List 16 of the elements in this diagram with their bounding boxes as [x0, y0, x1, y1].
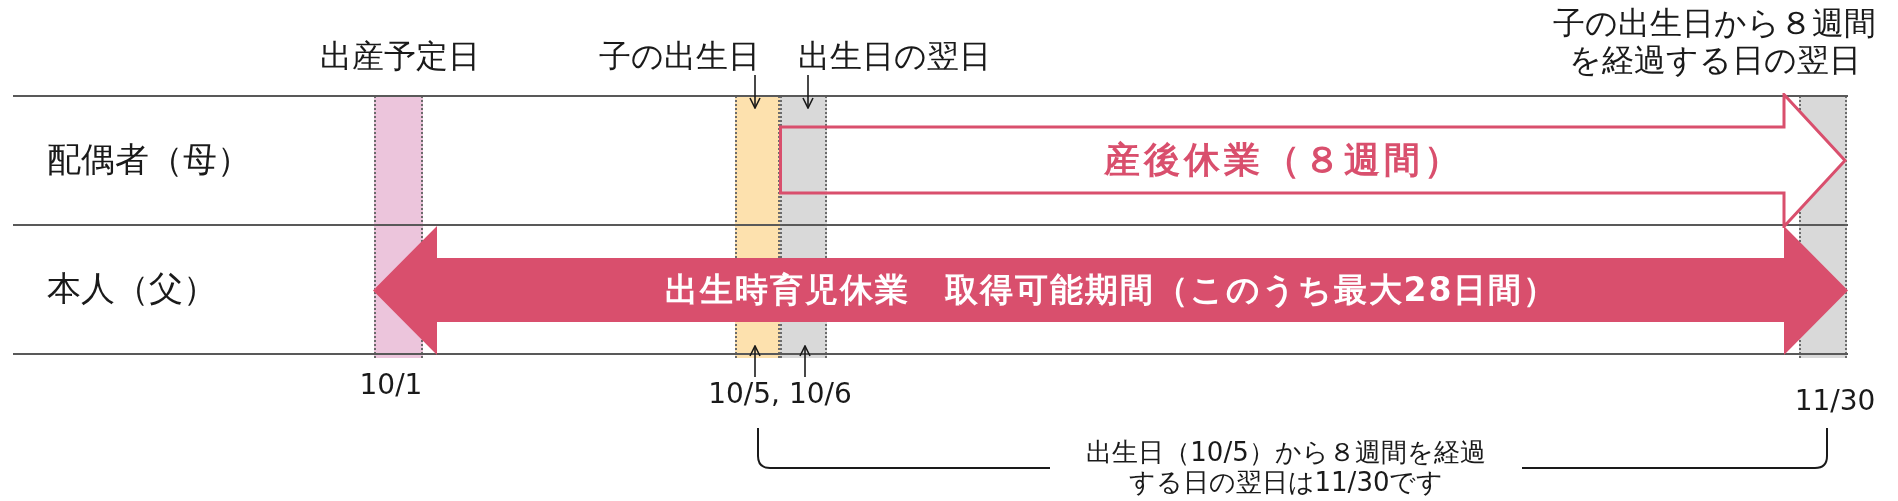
leader-arrow	[749, 74, 761, 109]
period-label: 出生時育児休業 取得可能期間（このうち最大28日間）	[663, 270, 1559, 310]
row-label: 本人（父）	[47, 268, 217, 308]
bracket-note: 出生日（10/5）から８週間を経過する日の翌日は11/30です	[1085, 437, 1487, 497]
milestone-label: 子の出生日から８週間を経過する日の翌日	[1552, 5, 1878, 79]
milestone-label: 出産予定日	[320, 37, 480, 75]
date-label: 出生日の翌日	[797, 37, 991, 75]
date-label: 10/5, 10/6	[708, 377, 852, 411]
period-label: 産後休業（８週間）	[1102, 138, 1464, 182]
date-label: 11/30	[1794, 384, 1876, 418]
date-label: 子の出生日	[598, 37, 760, 75]
date-label: 10/1	[359, 368, 423, 402]
leader-arrow	[802, 74, 814, 109]
leader-arrow	[749, 345, 761, 378]
leader-arrow	[799, 345, 811, 378]
row-label: 配偶者（母）	[47, 139, 251, 179]
